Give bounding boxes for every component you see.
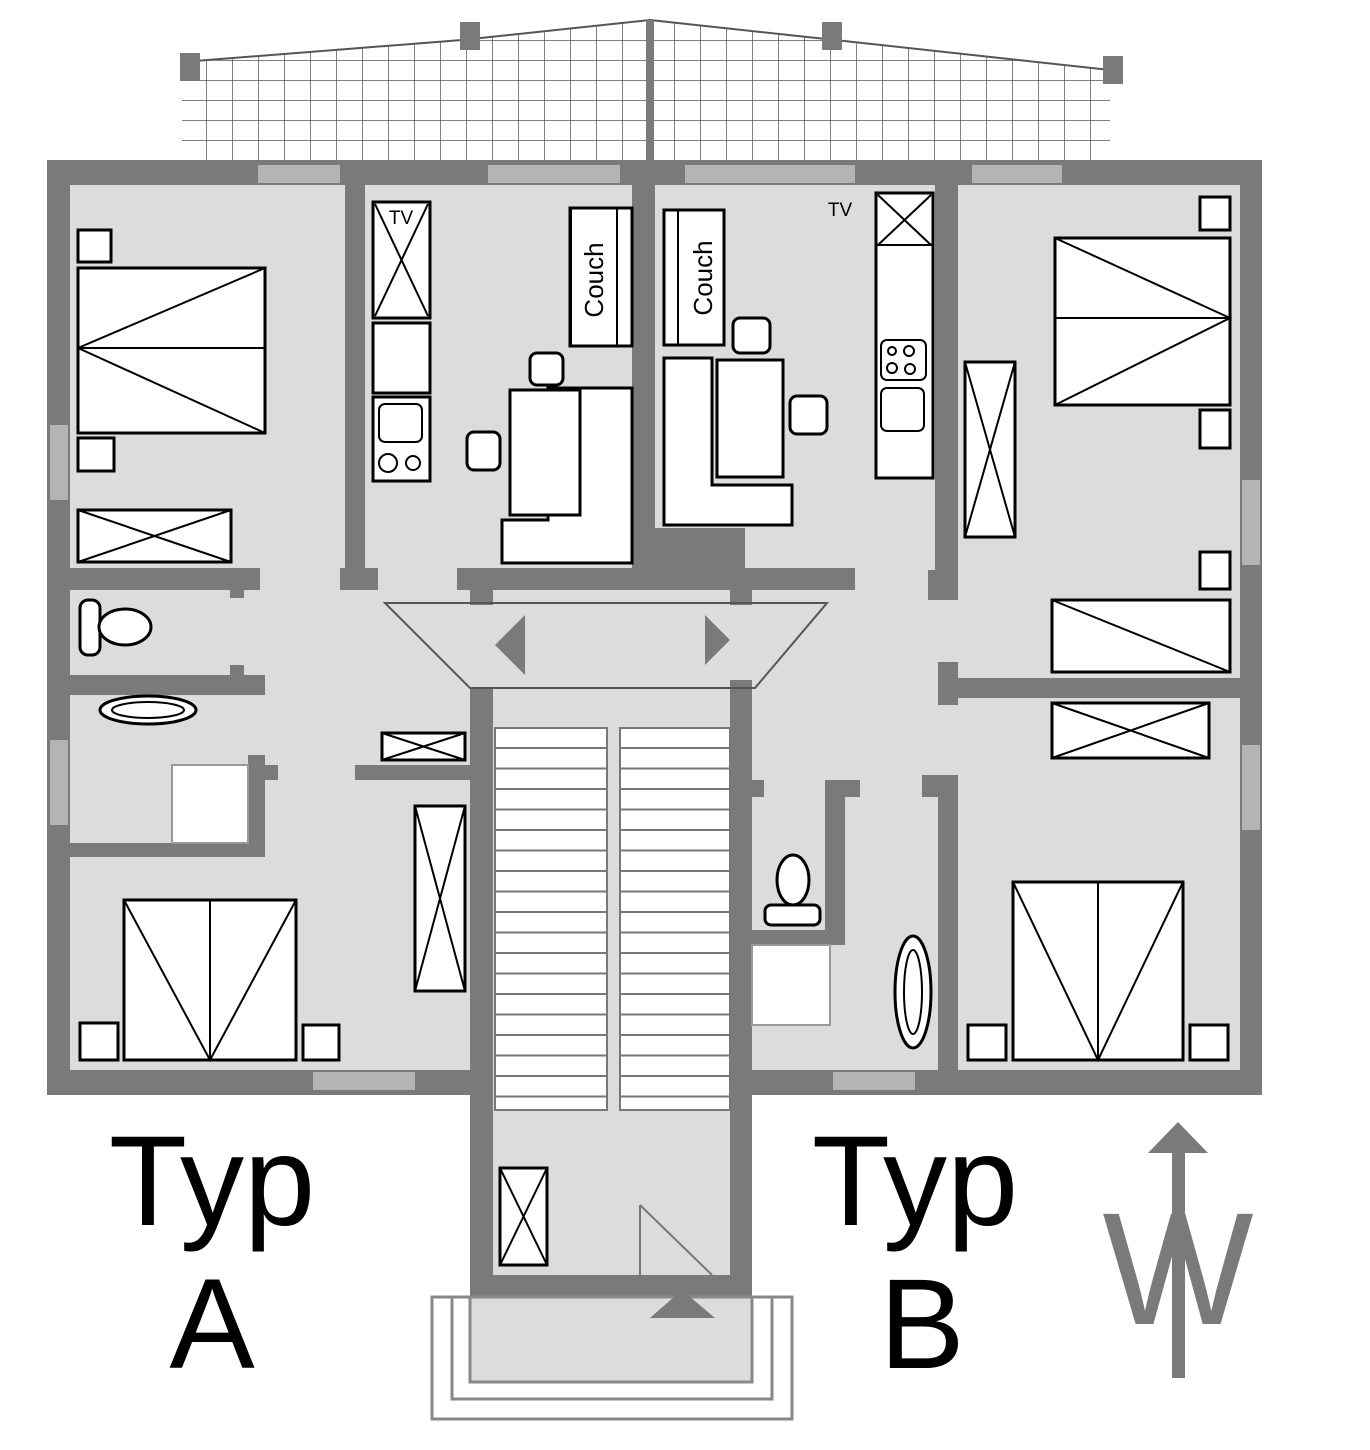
- arrow-left-icon: [495, 615, 525, 675]
- stair-flight: [619, 727, 731, 1111]
- washbasin: [893, 934, 933, 1050]
- unit-b-letter: B: [879, 1253, 964, 1396]
- entrance-arrow-icon: [650, 1290, 715, 1318]
- shower: [171, 764, 249, 844]
- interior-walls: [47, 160, 1240, 1297]
- tv-cabinet: TV: [371, 200, 432, 320]
- toilet: [78, 598, 153, 657]
- arrow-right-icon: [705, 615, 730, 665]
- wardrobe: [413, 804, 467, 993]
- couch: Couch: [662, 208, 726, 347]
- unit-a-furniture: TV Couch: [76, 200, 634, 1063]
- washbasin: [98, 694, 198, 726]
- chair: [465, 430, 502, 472]
- shelf: [498, 1166, 549, 1267]
- table: [508, 388, 582, 517]
- unit-a-label: Typ: [109, 1110, 315, 1253]
- bed: [122, 898, 298, 1063]
- couch-label: Couch: [688, 240, 718, 315]
- stair-landing: [382, 602, 830, 689]
- entrance-steps: [430, 1204, 794, 1421]
- staircase: [494, 727, 731, 1111]
- balcony: [180, 18, 1123, 162]
- nightstand: [78, 1021, 120, 1062]
- couch-label: Couch: [579, 242, 609, 317]
- wardrobe: [1050, 701, 1211, 760]
- bed: [1053, 236, 1233, 407]
- nightstand: [1198, 408, 1232, 450]
- bed: [76, 266, 267, 435]
- corner-bench: [662, 356, 794, 527]
- nightstand: [76, 228, 113, 264]
- nightstand: [1198, 550, 1232, 591]
- shower: [751, 944, 831, 1026]
- unit-b-furniture: Couch TV: [498, 191, 1233, 1267]
- compass-arrow-icon: W: [1102, 1122, 1254, 1378]
- tv-label: TV: [828, 200, 853, 221]
- nightstand: [1188, 1023, 1230, 1062]
- bed: [1011, 880, 1185, 1063]
- stove: [371, 395, 432, 483]
- chair: [528, 351, 565, 387]
- bed: [1050, 598, 1232, 674]
- wardrobe: [76, 508, 233, 564]
- couch: Couch: [568, 206, 634, 348]
- chair: [788, 394, 829, 436]
- nightstand: [301, 1023, 341, 1062]
- tv-label: TV: [389, 208, 414, 229]
- stair-flight: [494, 727, 608, 1111]
- door-swing: [639, 1204, 713, 1276]
- unit-b-label: Typ: [812, 1110, 1018, 1253]
- shelf: [380, 731, 467, 762]
- unit-a-letter: A: [169, 1253, 255, 1396]
- table: [715, 358, 785, 479]
- counter: [371, 321, 432, 395]
- chair: [731, 316, 772, 355]
- toilet: [763, 853, 822, 927]
- nightstand: [76, 436, 116, 473]
- nightstand: [1198, 195, 1232, 232]
- nightstand: [966, 1023, 1008, 1062]
- wardrobe: [963, 360, 1017, 539]
- kitchen-counter: [874, 191, 935, 480]
